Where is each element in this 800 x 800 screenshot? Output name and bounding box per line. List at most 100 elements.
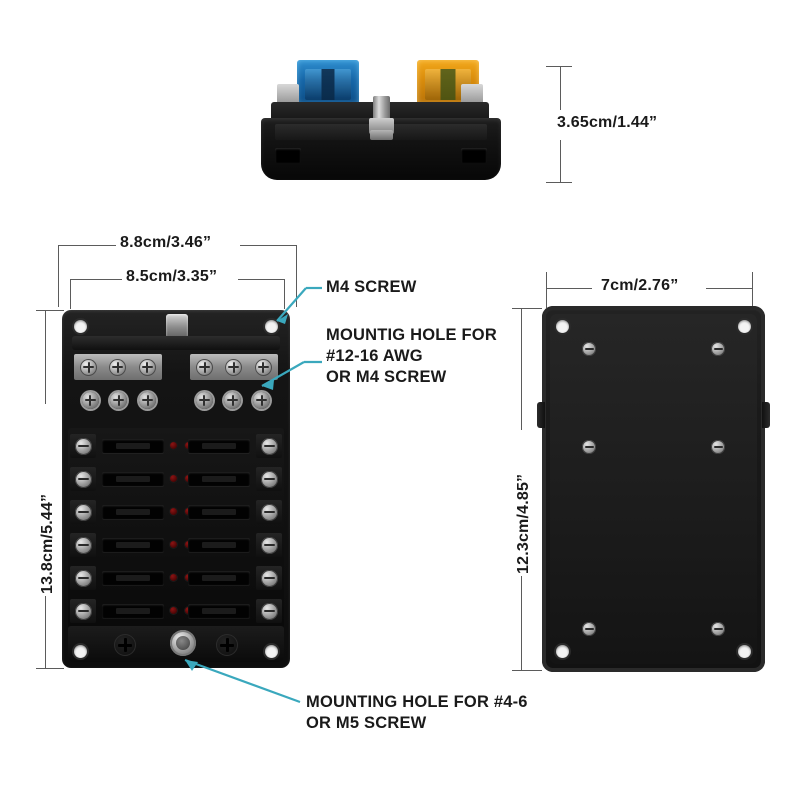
fuse-slot-right: [188, 505, 250, 519]
fuse-slot-left: [102, 571, 164, 585]
dim-line-top-a: [560, 66, 561, 110]
leader-arrow-m4-screw: [277, 314, 288, 324]
terminal-screw: [74, 503, 92, 521]
dim-line-back-h-b: [521, 576, 522, 670]
bus-bar-upper-left: [74, 354, 162, 380]
dim-ext-front-outer-left: [58, 245, 59, 307]
dim-ext-back-left: [546, 272, 547, 308]
back-screw: [582, 342, 596, 356]
terminal-screw: [80, 358, 98, 376]
terminal-screw: [260, 569, 278, 587]
terminal-screw: [224, 391, 242, 409]
fuse-clip-right: [461, 84, 483, 106]
terminal-screw: [260, 503, 278, 521]
callout-m4-screw: M4 SCREW: [326, 278, 417, 296]
screw-terminal-right: [256, 500, 282, 524]
terminal-screw: [74, 536, 92, 554]
dim-tick-front-top: [36, 310, 64, 311]
m4-screw-top-center: [166, 314, 188, 338]
side-tab-left: [537, 402, 545, 428]
terminal-screw: [74, 569, 92, 587]
led-indicator: [170, 508, 177, 515]
dim-line-top-b: [560, 140, 561, 182]
terminal-screw: [260, 470, 278, 488]
fuse-slot-left: [102, 604, 164, 618]
back-screw: [711, 342, 725, 356]
screw-terminal-right: [256, 533, 282, 557]
callout-mounting-hole-awg: MOUNTIG HOLE FOR #12-16 AWG OR M4 SCREW: [326, 325, 497, 388]
mounting-hole-top-right: [738, 320, 751, 333]
fuse-slot-right: [188, 538, 250, 552]
mounting-hole-top-left: [556, 320, 569, 333]
screw-terminal-left: [70, 566, 96, 590]
terminal-screw: [260, 437, 278, 455]
terminal-screw: [260, 536, 278, 554]
bus-bar-lower-right: [190, 388, 276, 412]
dimension-top-height: 3.65cm/1.44”: [557, 114, 658, 131]
screw-terminal-right: [256, 467, 282, 491]
callout-awg-line-2: #12-16 AWG: [326, 347, 423, 365]
dim-line-front-inner-b: [238, 279, 284, 280]
callout-mounting-hole-m5: MOUNTING HOLE FOR #4-6 OR M5 SCREW: [306, 692, 528, 734]
bottom-plate: [68, 626, 284, 662]
mounting-hole-bottom-left: [556, 645, 569, 658]
fuse-slot-right: [188, 571, 250, 585]
fuse-slot-right: [188, 439, 250, 453]
back-screw: [711, 622, 725, 636]
m5-mounting-screw-bottom: [170, 630, 196, 656]
dim-tick-top-lower: [546, 182, 572, 183]
mounting-hole-bottom-left: [74, 645, 87, 658]
screw-terminal-right: [256, 599, 282, 623]
back-screw: [582, 622, 596, 636]
dimension-back-width: 7cm/2.76”: [601, 277, 679, 294]
back-plate: [550, 314, 757, 664]
terminal-screw: [195, 391, 213, 409]
dim-line-back-h-a: [521, 308, 522, 430]
screw-terminal-left: [70, 599, 96, 623]
fuse-row: [68, 463, 284, 495]
fuse-slot-left: [102, 505, 164, 519]
dim-tick-front-bottom: [36, 668, 64, 669]
screw-terminal-left: [70, 434, 96, 458]
terminal-screw: [109, 358, 127, 376]
side-vent-left: [275, 148, 301, 163]
fuse-clip-left: [277, 84, 299, 106]
terminal-screw: [74, 470, 92, 488]
cross-recess-right: [216, 634, 238, 656]
dim-line-front-inner-a: [70, 279, 122, 280]
dimension-front-width-outer: 8.8cm/3.46”: [120, 234, 212, 251]
terminal-screw: [74, 437, 92, 455]
terminal-screw: [110, 391, 128, 409]
fuse-block-front-view: [62, 310, 290, 668]
fuse-row: [68, 430, 284, 462]
fuse-slot-right: [188, 472, 250, 486]
dim-line-back-w-b: [706, 288, 752, 289]
fuse-slot-left: [102, 538, 164, 552]
dim-tick-back-top: [512, 308, 542, 309]
bus-bar-lower-left: [76, 388, 162, 412]
dim-tick-back-bottom: [512, 670, 542, 671]
mounting-hole-bottom-right: [738, 645, 751, 658]
led-indicator: [170, 475, 177, 482]
callout-awg-line-1: MOUNTIG HOLE FOR: [326, 326, 497, 344]
fuse-slot-left: [102, 439, 164, 453]
terminal-screw: [225, 358, 243, 376]
led-indicator: [170, 442, 177, 449]
blade-fuse-blue: [297, 60, 359, 104]
dim-line-front-h-a: [45, 310, 46, 404]
terminal-screw: [254, 358, 272, 376]
callout-m5-line-2: OR M5 SCREW: [306, 714, 427, 732]
dim-line-front-outer-a: [58, 245, 116, 246]
back-screw: [582, 440, 596, 454]
screw-terminal-left: [70, 533, 96, 557]
terminal-screw: [81, 391, 99, 409]
dim-line-front-outer-b: [240, 245, 296, 246]
led-indicator: [170, 541, 177, 548]
fuse-row: [68, 562, 284, 594]
fuse-row: [68, 529, 284, 561]
center-stud-bolt: [369, 96, 394, 140]
top-cap-ridge: [72, 336, 280, 350]
side-profile-view: [253, 60, 508, 188]
